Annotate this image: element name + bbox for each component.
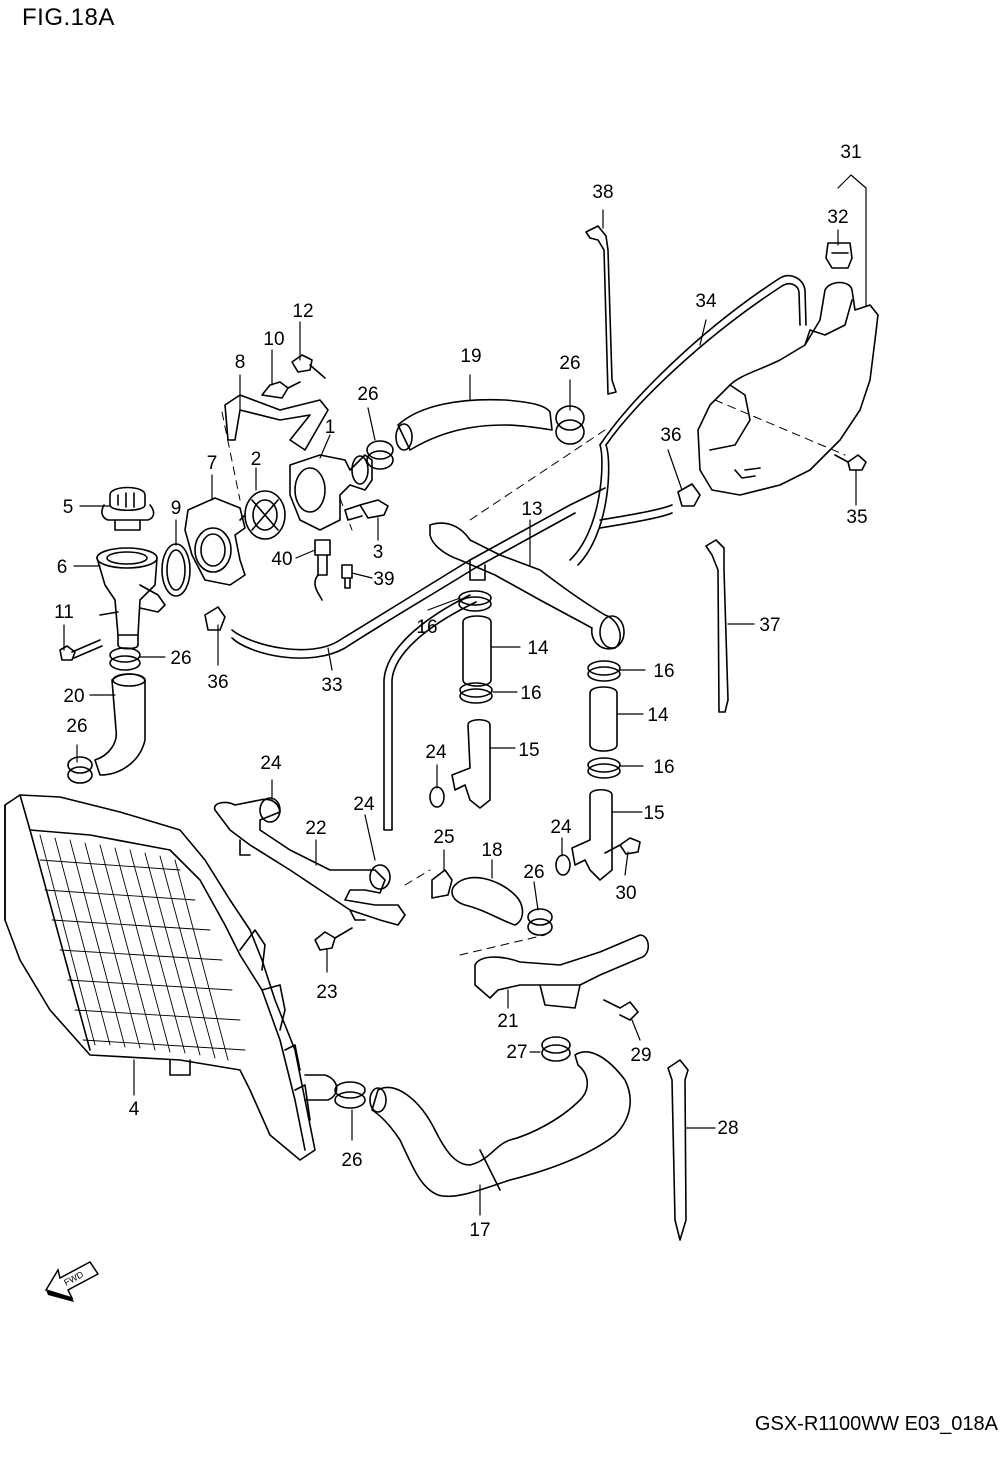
- tube-part: [599, 274, 807, 446]
- callout-40: 40: [271, 549, 292, 570]
- callout-26c: 26: [170, 648, 191, 669]
- tube-part: [231, 487, 606, 659]
- callout-30: 30: [615, 883, 636, 904]
- tie-strap-part: [585, 225, 729, 1241]
- callout-26b: 26: [559, 353, 580, 374]
- callout-34: 34: [695, 291, 717, 312]
- callout-26e: 26: [523, 862, 544, 883]
- callout-24d: 24: [550, 817, 572, 838]
- callout-15b: 15: [643, 803, 664, 824]
- temperature-sensor-part: [314, 539, 353, 601]
- fwd-arrow-icon: FWD: [44, 1261, 100, 1302]
- callout-12: 12: [292, 301, 313, 322]
- o-ring-part: [259, 786, 571, 890]
- callout-37: 37: [759, 615, 780, 636]
- tube-part: [383, 594, 477, 681]
- clamp-part: [458, 590, 621, 779]
- callout-20: 20: [63, 686, 84, 707]
- clamp-part: [67, 405, 585, 1109]
- callout-36a: 36: [207, 672, 228, 693]
- water-pipe-part: [474, 934, 650, 1009]
- radiator-part: [4, 794, 316, 1161]
- callout-7: 7: [207, 453, 218, 474]
- hose-part: [462, 615, 492, 687]
- callout-39: 39: [373, 569, 394, 590]
- radiator-cap-part: [101, 486, 155, 531]
- callout-14a: 14: [527, 638, 549, 659]
- callout-16a: 16: [416, 617, 437, 638]
- callout-10: 10: [263, 329, 284, 350]
- hose-part: [395, 398, 553, 451]
- hose-part: [369, 1051, 631, 1198]
- callout-1: 1: [325, 417, 336, 438]
- callout-21: 21: [497, 1011, 518, 1032]
- callout-23: 23: [316, 982, 337, 1003]
- callout-6: 6: [57, 557, 68, 578]
- callout-26a: 26: [357, 384, 378, 405]
- callout-25: 25: [433, 827, 454, 848]
- thermostat-part: [239, 490, 286, 540]
- thermostat-housing-part: [184, 497, 246, 586]
- callout-24c: 24: [425, 742, 447, 763]
- leader-lines: [63, 174, 867, 1216]
- callout-19: 19: [460, 346, 481, 367]
- bracket-part: [224, 354, 329, 451]
- callout-labels: 1 2 3 4 5 6 7 8 9 10 11 12 13 14 14 15 1…: [54, 142, 867, 1241]
- water-pipe-part: [429, 522, 625, 650]
- figure-code: GSX-R1100WW E03_018A: [754, 1413, 998, 1435]
- callout-13: 13: [521, 499, 542, 520]
- callout-4: 4: [129, 1099, 140, 1120]
- callout-29: 29: [630, 1045, 651, 1066]
- callout-24a: 24: [260, 753, 282, 774]
- reservoir-tank-part: [697, 281, 879, 496]
- callout-27: 27: [506, 1042, 527, 1063]
- callout-9: 9: [171, 498, 182, 519]
- callout-15a: 15: [518, 740, 539, 761]
- water-outlet-part: [289, 454, 373, 531]
- callout-26d: 26: [66, 716, 87, 737]
- callout-5: 5: [63, 497, 74, 518]
- callout-36b: 36: [660, 425, 681, 446]
- callout-11: 11: [54, 602, 74, 623]
- callout-2: 2: [251, 449, 262, 470]
- callout-18: 18: [481, 840, 502, 861]
- callout-16b: 16: [520, 683, 541, 704]
- callout-16d: 16: [653, 757, 674, 778]
- hose-part: [589, 686, 618, 752]
- figure-title: FIG.18A: [22, 4, 115, 31]
- tube-part: [569, 444, 610, 566]
- callout-38: 38: [592, 182, 613, 203]
- callout-26f: 26: [341, 1150, 362, 1171]
- callout-24b: 24: [353, 794, 375, 815]
- water-pipe-part: [213, 798, 406, 926]
- hose-part: [94, 673, 146, 776]
- filler-neck-part: [96, 547, 166, 650]
- union-part: [451, 718, 613, 881]
- callout-8: 8: [235, 352, 246, 373]
- bolt-part: [59, 639, 103, 661]
- callout-22: 22: [305, 818, 326, 839]
- callout-35: 35: [846, 507, 867, 528]
- callout-14b: 14: [647, 705, 669, 726]
- callout-32: 32: [827, 207, 848, 228]
- callout-33: 33: [321, 675, 342, 696]
- callout-17: 17: [469, 1220, 490, 1241]
- callout-16c: 16: [653, 661, 674, 682]
- hose-part: [451, 876, 524, 926]
- callout-28: 28: [717, 1118, 738, 1139]
- callout-3: 3: [373, 542, 384, 563]
- callout-31: 31: [840, 142, 861, 163]
